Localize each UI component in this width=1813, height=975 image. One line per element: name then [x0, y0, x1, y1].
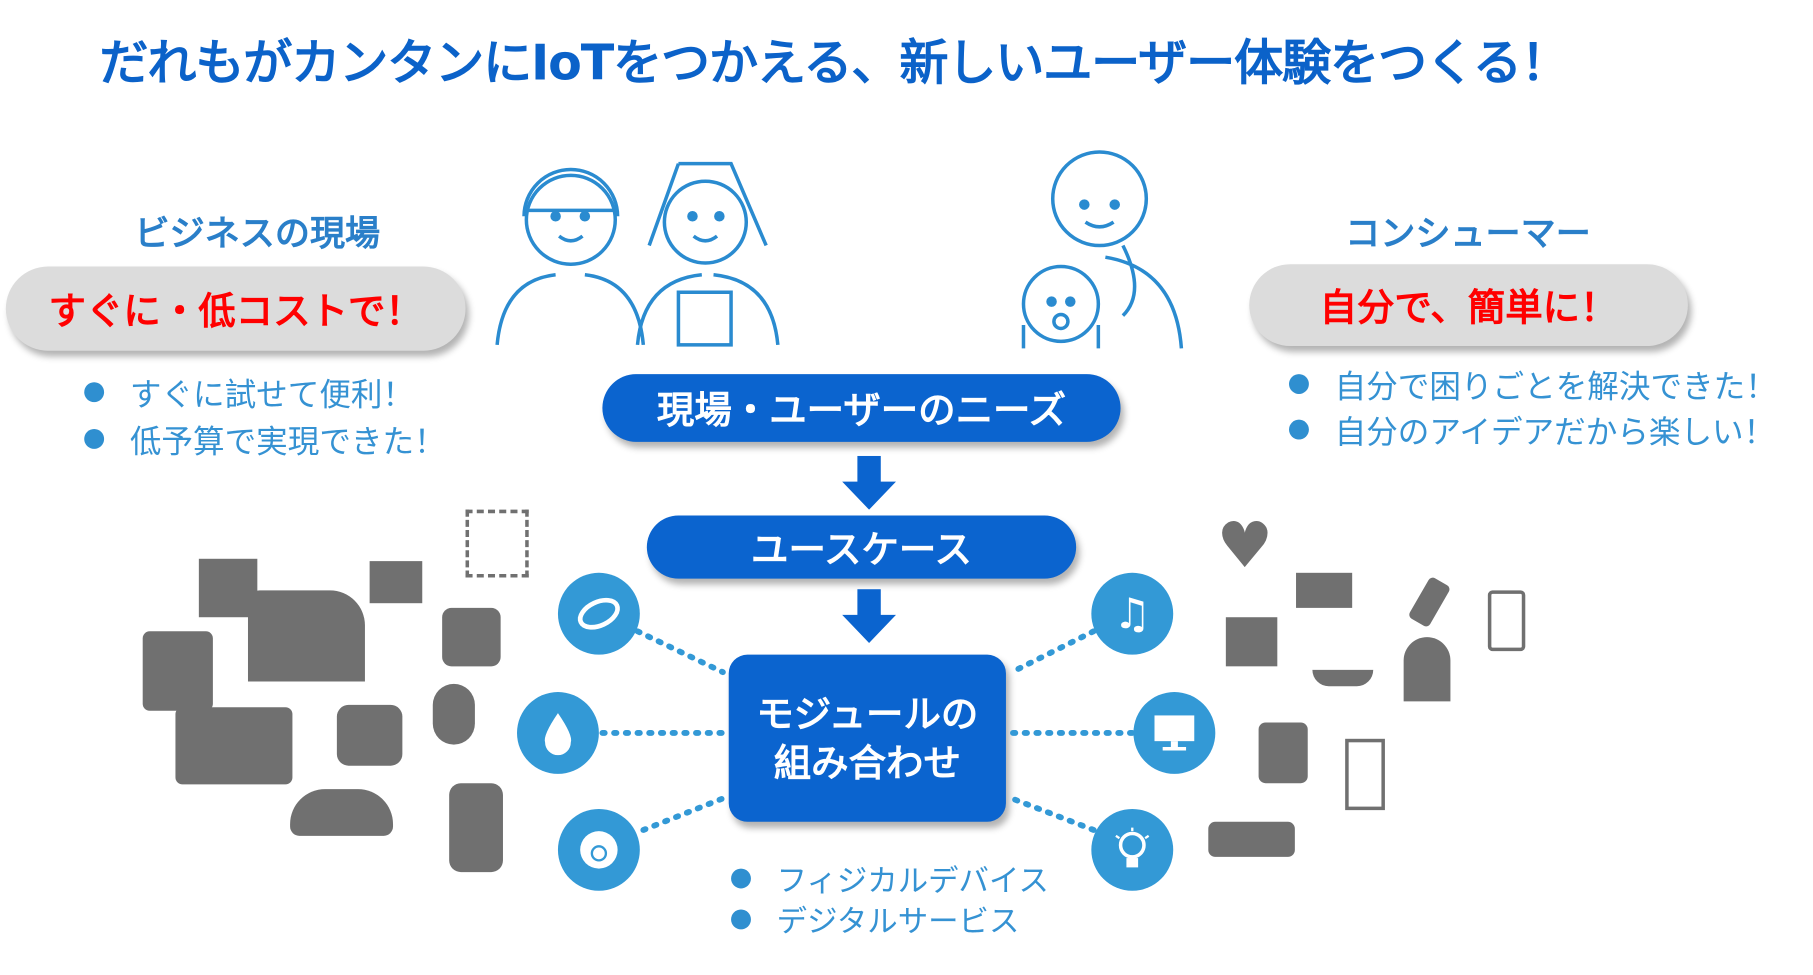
module-bullet: フィジカルデバイス — [731, 857, 1049, 900]
bullet-icon — [1289, 374, 1309, 394]
microphone-icon — [432, 683, 475, 745]
business-bullet: 低予算で実現できた！ — [84, 416, 446, 462]
page-title: だれもがカンタンにIoTをつかえる、新しいユーザー体験をつくる！ — [99, 33, 1570, 92]
business-bullet: すぐに試せて便利！ — [84, 369, 414, 415]
business-people-icon — [495, 161, 780, 347]
arrow-down-icon — [842, 455, 896, 510]
module-line1: モジュールの — [756, 691, 979, 736]
module-bullet: デジタルサービス — [731, 898, 1019, 941]
module-box: モジュールの 組み合わせ — [728, 654, 1006, 822]
shopping-cart-icon — [1225, 617, 1278, 667]
needs-box: 現場・ユーザーのニーズ — [602, 374, 1121, 442]
sim-chip-icon — [336, 704, 403, 766]
bullet-text: デジタルサービス — [776, 904, 1020, 940]
bullet-text: 低予算で実現できた！ — [129, 424, 446, 461]
ring-device-icon — [557, 572, 640, 655]
bullet-text: すぐに試せて便利！ — [129, 377, 415, 414]
lock-key-icon — [442, 607, 501, 667]
factory-robot-icon — [247, 590, 365, 682]
arrow-down-icon — [842, 589, 896, 643]
hospital-icon — [1296, 572, 1353, 608]
air-conditioner-icon — [1208, 821, 1295, 857]
bullet-text: 自分のアイデアだから楽しい！ — [1334, 414, 1776, 452]
warehouse-icon — [175, 707, 293, 785]
refrigerator-icon — [1345, 738, 1385, 811]
train-icon — [449, 783, 503, 873]
business-heading: ビジネスの現場 — [134, 213, 381, 255]
consumer-heading: コンシューマー — [1345, 213, 1591, 255]
module-line2: 組み合わせ — [773, 740, 961, 785]
heart-health-icon: ♥ — [1216, 508, 1274, 583]
smartphone-icon — [1487, 590, 1526, 652]
wireless-tower-icon — [1403, 637, 1451, 702]
bullet-icon — [84, 429, 105, 449]
washing-machine-icon — [1258, 722, 1308, 784]
usecase-box: ユースケース — [646, 515, 1077, 579]
bullet-icon — [731, 868, 751, 889]
monitor-icon — [1133, 692, 1216, 774]
consumer-bullet: 自分のアイデアだから楽しい！ — [1289, 407, 1775, 453]
water-drop-icon — [517, 692, 599, 774]
keyboard-terminal-icon — [142, 631, 213, 711]
bullet-icon — [731, 909, 751, 930]
ceiling-light-icon — [1312, 669, 1374, 687]
bullet-icon — [1289, 419, 1309, 440]
business-slogan: すぐに・低コストで！ — [5, 266, 466, 351]
light-bulb-icon — [1091, 808, 1174, 891]
sensor-device-icon — [557, 808, 640, 891]
bullet-text: 自分で困りごとを解決できた！ — [1334, 369, 1777, 406]
music-note-icon: ♫ — [1091, 572, 1174, 655]
consumer-bullet: 自分で困りごとを解決できた！ — [1289, 361, 1777, 407]
chip-icon — [465, 509, 529, 578]
bullet-text: フィジカルデバイス — [776, 863, 1049, 899]
worker-desk-icon — [198, 558, 258, 618]
consumer-slogan: 自分で、簡単に！ — [1249, 264, 1688, 347]
camera-icon — [369, 561, 423, 604]
car-icon — [290, 789, 394, 836]
consumer-people-icon — [1021, 150, 1184, 349]
bullet-icon — [84, 382, 105, 403]
